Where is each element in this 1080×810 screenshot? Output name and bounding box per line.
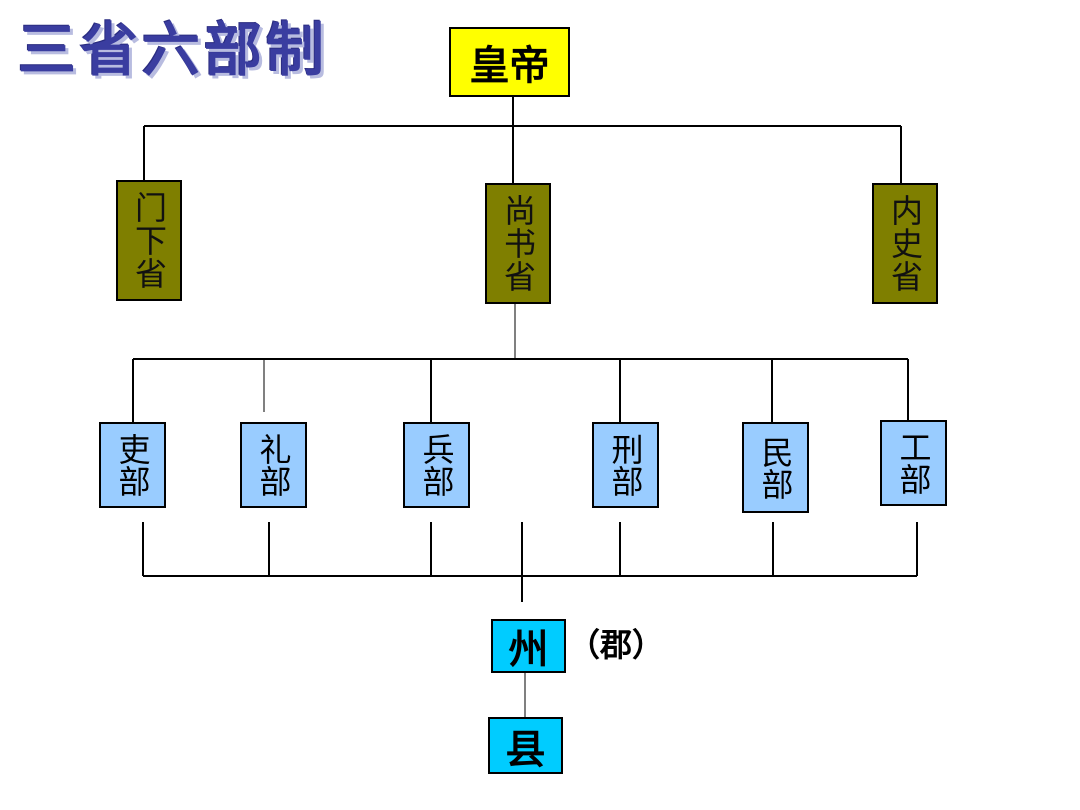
province-box-neishi: 内史省 [872, 183, 938, 304]
ministry-box-min: 民部 [742, 422, 809, 513]
xian-label: 县 [505, 725, 546, 773]
province-box-shangshu: 尚书省 [485, 183, 551, 304]
province-label-menxia: 门下省 [130, 191, 168, 290]
ministry-label-li-personnel: 吏部 [113, 433, 152, 497]
ministry-label-gong: 工部 [894, 431, 933, 495]
emperor-label: 皇帝 [469, 43, 550, 89]
ministry-box-li-personnel: 吏部 [99, 422, 166, 508]
province-box-menxia: 门下省 [116, 180, 182, 301]
ministry-box-li-rites: 礼部 [240, 422, 307, 508]
ministry-label-xing: 刑部 [606, 433, 645, 497]
province-label-neishi: 内史省 [886, 194, 924, 293]
ministry-box-xing: 刑部 [592, 422, 659, 508]
emperor-box: 皇帝 [449, 27, 570, 97]
ministry-label-li-rites: 礼部 [254, 433, 293, 497]
zhou-note: （郡） [568, 626, 665, 664]
ministry-box-bing: 兵部 [403, 422, 470, 508]
zhou-label: 州 [508, 626, 549, 673]
ministry-label-bing: 兵部 [417, 433, 456, 497]
ministry-box-gong: 工部 [880, 420, 947, 506]
xian-box: 县 [488, 717, 563, 774]
zhou-box: 州 [491, 619, 566, 673]
slide-title: 三省六部制 [18, 16, 329, 84]
province-label-shangshu: 尚书省 [499, 194, 537, 293]
ministry-label-min: 民部 [756, 435, 795, 500]
